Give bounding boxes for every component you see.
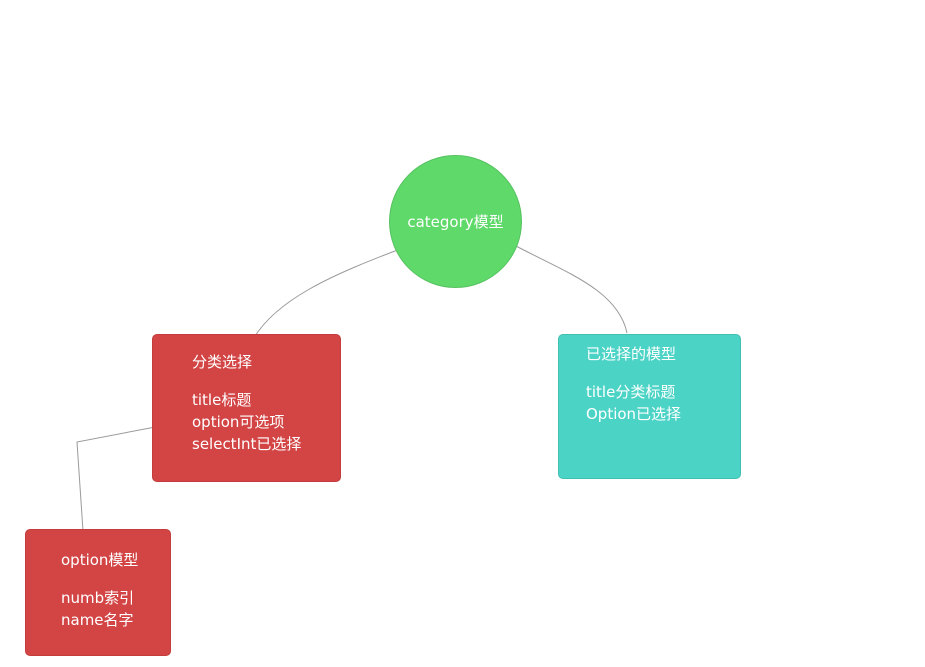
classify-field-selectint: selectInt已选择 bbox=[192, 435, 302, 453]
classify-field-option: option可选项 bbox=[192, 413, 285, 431]
option-field-name: name名字 bbox=[61, 611, 134, 629]
selected-field-title: title分类标题 bbox=[586, 383, 676, 401]
spacer bbox=[192, 373, 340, 389]
selected-field-option: Option已选择 bbox=[586, 405, 682, 423]
edge-classify-to-option bbox=[76, 423, 172, 532]
edge-category-to-classify bbox=[251, 244, 412, 342]
classify-selection-node[interactable]: 分类选择 title标题 option可选项 selectInt已选择 bbox=[152, 334, 341, 482]
category-model-node[interactable]: category模型 bbox=[389, 155, 522, 288]
option-node-title: option模型 bbox=[61, 551, 139, 569]
selected-model-node[interactable]: 已选择的模型 title分类标题 Option已选择 bbox=[558, 334, 741, 479]
option-model-node[interactable]: option模型 numb索引 name名字 bbox=[25, 529, 171, 656]
option-field-numb: numb索引 bbox=[61, 589, 135, 607]
selected-node-title: 已选择的模型 bbox=[586, 345, 677, 363]
spacer bbox=[586, 365, 740, 381]
classify-node-title: 分类选择 bbox=[192, 353, 253, 371]
classify-field-title: title标题 bbox=[192, 391, 252, 409]
spacer bbox=[61, 571, 170, 587]
category-model-title: category模型 bbox=[407, 212, 504, 231]
edge-category-to-selected bbox=[515, 245, 628, 334]
